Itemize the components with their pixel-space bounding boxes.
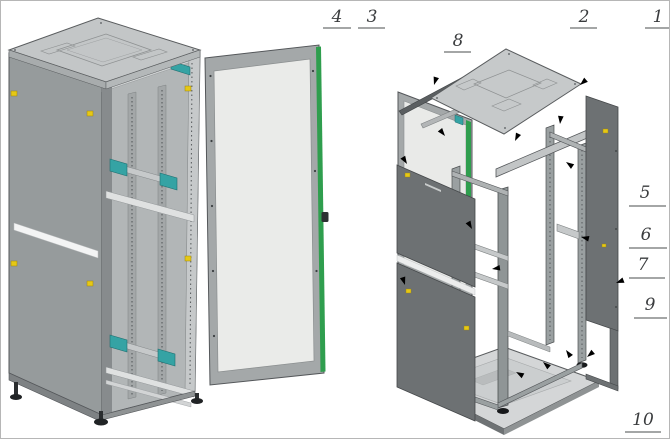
callout-2: 2 xyxy=(515,7,597,141)
rail-bracket xyxy=(556,223,580,240)
lower-depth-rail xyxy=(109,334,176,367)
cabinet-interior xyxy=(101,50,201,416)
right-side-panel-exploded xyxy=(585,95,619,392)
cabinet-top-panel xyxy=(7,17,202,90)
callout-number-7: 7 xyxy=(638,255,649,275)
post-back xyxy=(545,124,555,346)
door-glass xyxy=(213,58,315,373)
callout-number-10: 10 xyxy=(632,410,654,430)
callouts-layer: 1 2 3 4 5 6 7 8 9 10 xyxy=(323,7,669,433)
callout-6: 6 xyxy=(492,225,667,271)
callout-5: 5 xyxy=(566,162,666,207)
upper-depth-rail xyxy=(109,158,178,191)
callout-number-1: 1 xyxy=(653,7,664,27)
callout-number-3: 3 xyxy=(367,7,378,27)
post-front xyxy=(497,186,509,409)
callout-3: 3 xyxy=(358,7,472,229)
callout-number-2: 2 xyxy=(578,7,590,27)
callout-number-6: 6 xyxy=(641,225,652,245)
leveling-feet xyxy=(10,382,203,426)
callout-7: 7 xyxy=(616,255,665,283)
callout-4: 4 xyxy=(323,7,407,285)
glass-door-open xyxy=(204,44,329,386)
callout-1: 1 xyxy=(580,7,669,85)
exploded-cabinet-figure xyxy=(396,48,619,435)
frame-foot xyxy=(497,408,509,414)
callout-9: 9 xyxy=(587,295,667,357)
side-panel-divider-strip xyxy=(13,222,99,259)
door-gasket-green xyxy=(316,46,326,372)
roof-panel xyxy=(429,48,583,135)
post-right xyxy=(577,142,587,364)
callout-number-8: 8 xyxy=(453,31,464,51)
left-side-panel-exploded xyxy=(396,164,476,422)
cabinet-side-panel xyxy=(8,52,103,416)
door-handle xyxy=(321,212,329,222)
cabinet-base xyxy=(8,372,203,426)
callout-8: 8 xyxy=(433,31,471,85)
door-hinge-teal xyxy=(454,114,464,126)
door-rivets xyxy=(209,69,318,338)
mid-silver-rail xyxy=(105,190,195,223)
callout-number-9: 9 xyxy=(645,295,656,315)
callout-10: 10 xyxy=(516,350,661,433)
assembled-cabinet-figure xyxy=(7,17,329,426)
callout-number-5: 5 xyxy=(640,183,651,203)
callout-number-4: 4 xyxy=(331,7,343,27)
warning-labels-side xyxy=(10,90,94,287)
